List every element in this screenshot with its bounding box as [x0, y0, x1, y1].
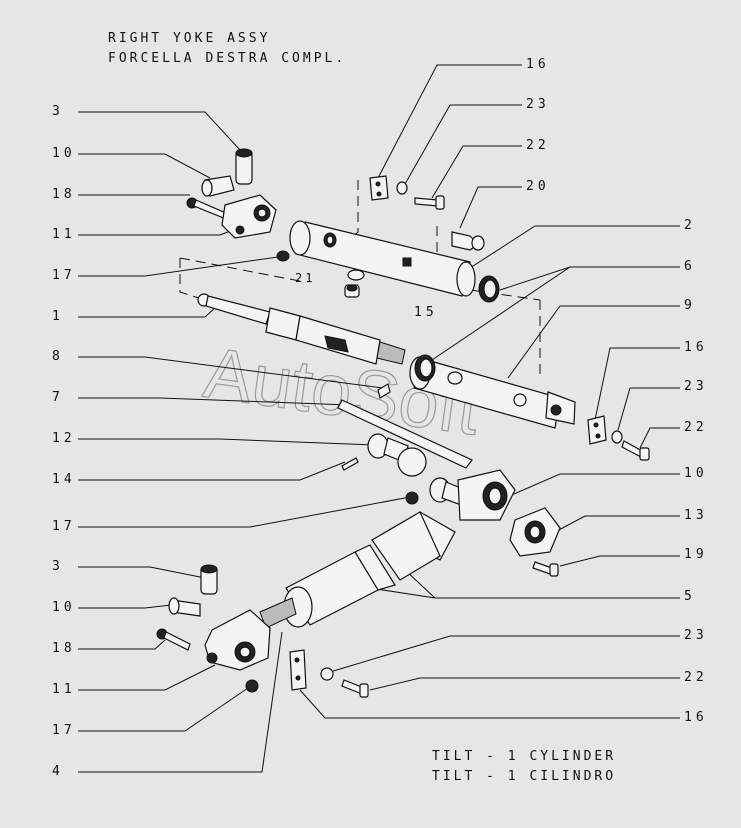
fitting-part-20 — [451, 231, 485, 251]
callout-right-22c: 22 — [684, 670, 708, 685]
washer-part-21 — [347, 269, 365, 281]
callout-left-11b: 11 — [52, 682, 76, 697]
callout-right-22: 22 — [526, 138, 550, 153]
rod-eye — [457, 469, 516, 521]
ball-joint-part-12 — [367, 433, 427, 477]
cylinder-part-5 — [283, 511, 456, 628]
nut-part-17-top — [276, 250, 290, 262]
barrel-part-2 — [289, 220, 476, 297]
bolt-part-18-top — [186, 197, 229, 220]
callout-inline-15: 15 — [414, 305, 438, 320]
seal-part-6-mid — [414, 354, 436, 382]
seal-part-6-top — [478, 275, 500, 303]
bolt-part-18-bottom — [156, 628, 191, 651]
callout-right-16b: 16 — [684, 340, 708, 355]
washer-part-23-bottom — [320, 667, 334, 681]
callout-right-23b: 23 — [684, 379, 708, 394]
callout-left-8: 8 — [52, 349, 64, 364]
callout-right-13: 13 — [684, 508, 708, 523]
callout-left-17c: 17 — [52, 723, 76, 738]
callout-right-5: 5 — [684, 589, 696, 604]
piston-rod-part-1 — [197, 293, 406, 365]
callout-left-11: 11 — [52, 227, 76, 242]
callout-right-9: 9 — [684, 298, 696, 313]
callout-left-12: 12 — [52, 431, 76, 446]
callout-right-16: 16 — [526, 57, 550, 72]
callout-left-10b: 10 — [52, 600, 76, 615]
pin-part-3-bottom — [200, 564, 218, 595]
callout-left-7: 7 — [52, 390, 64, 405]
washer-part-23-mid — [611, 430, 623, 444]
callout-inline-21: 21 — [295, 271, 315, 285]
screw-part-22-top — [414, 195, 445, 210]
callout-right-10: 10 — [684, 466, 708, 481]
callout-left-18b: 18 — [52, 641, 76, 656]
callout-right-6: 6 — [684, 259, 696, 274]
right-leader-lines — [299, 64, 680, 719]
callout-left-17: 17 — [52, 268, 76, 283]
screw-part-22-mid — [621, 440, 650, 461]
plate-part-16-top — [369, 175, 389, 201]
callout-right-19: 19 — [684, 547, 708, 562]
plate-part-16-mid — [587, 415, 607, 445]
callout-left-3: 3 — [52, 104, 64, 119]
callout-left-1: 1 — [52, 309, 64, 324]
callout-left-10: 10 — [52, 146, 76, 161]
callout-left-3b: 3 — [52, 559, 64, 574]
flange-part-13 — [509, 507, 561, 557]
plate-part-16-bottom — [289, 649, 307, 691]
pin-part-3-top — [235, 148, 253, 185]
callout-right-23c: 23 — [684, 628, 708, 643]
yoke-part-11-bottom — [204, 609, 271, 671]
title-bottom-it: TILT - 1 CILINDRO — [432, 769, 616, 784]
plug-part-15 — [344, 284, 360, 298]
callout-right-2: 2 — [684, 218, 696, 233]
nut-part-17-mid — [405, 491, 419, 505]
screw-part-19 — [532, 561, 559, 577]
pin-part-10-bottom — [168, 597, 201, 617]
title-top-it: FORCELLA DESTRA COMPL. — [108, 51, 346, 66]
callout-right-23: 23 — [526, 97, 550, 112]
roll-pin-part-14 — [341, 457, 359, 471]
pin-part-8 — [377, 383, 391, 399]
callout-right-22b: 22 — [684, 420, 708, 435]
washer-part-23-top — [396, 181, 408, 195]
callout-right-16c: 16 — [684, 710, 708, 725]
title-top-en: RIGHT YOKE ASSY — [108, 31, 270, 46]
pin-part-10-top — [201, 175, 235, 197]
left-leader-lines — [78, 111, 411, 773]
callout-left-17b: 17 — [52, 519, 76, 534]
title-bottom-en: TILT - 1 CYLINDER — [432, 749, 616, 764]
callout-right-20: 20 — [526, 179, 550, 194]
screw-part-22-bottom — [341, 679, 369, 698]
nut-part-17-bottom — [245, 679, 259, 693]
callout-left-14: 14 — [52, 472, 76, 487]
lever-part-7 — [337, 399, 473, 469]
callout-left-18: 18 — [52, 187, 76, 202]
yoke-part-11-top — [221, 194, 277, 239]
callout-left-4: 4 — [52, 764, 64, 779]
